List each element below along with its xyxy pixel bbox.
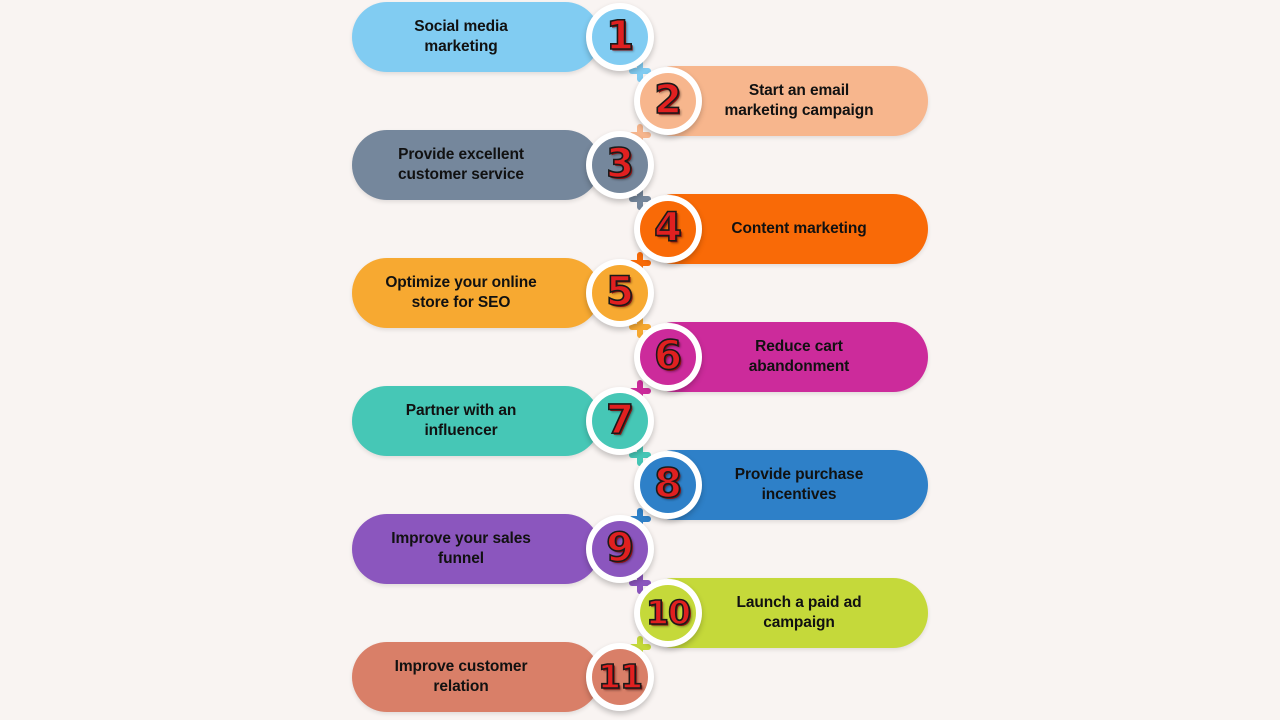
step-number-8: 8	[653, 461, 682, 507]
step-row-9[interactable]: Improve your sales funnel 9	[352, 514, 654, 584]
step-bar-3[interactable]: Provide excellent customer service	[352, 130, 600, 200]
step-label-6: Reduce cart abandonment	[748, 338, 850, 375]
step-bar-11[interactable]: Improve customer relation	[352, 642, 600, 712]
step-label-5: Optimize your online store for SEO	[385, 274, 537, 311]
step-badge-6[interactable]: 6	[634, 323, 702, 391]
step-bar-7[interactable]: Partner with an influencer	[352, 386, 600, 456]
step-number-10: 10	[645, 592, 692, 632]
step-badge-3[interactable]: 3	[586, 131, 654, 199]
step-number-4: 4	[653, 205, 682, 251]
step-row-11[interactable]: Improve customer relation 11	[352, 642, 654, 712]
step-row-3[interactable]: Provide excellent customer service 3	[352, 130, 654, 200]
step-number-5: 5	[605, 269, 634, 315]
step-badge-fill-9: 9	[592, 521, 648, 577]
step-label-10: Launch a paid ad campaign	[736, 594, 862, 631]
step-label-4: Content marketing	[731, 220, 867, 238]
step-label-11: Improve customer relation	[394, 658, 528, 695]
step-label-9: Improve your sales funnel	[391, 530, 531, 567]
step-label-1: Social media marketing	[414, 18, 508, 55]
step-badge-8[interactable]: 8	[634, 451, 702, 519]
step-badge-fill-6: 6	[640, 329, 696, 385]
step-badge-1[interactable]: 1	[586, 3, 654, 71]
step-badge-fill-7: 7	[592, 393, 648, 449]
step-badge-fill-11: 11	[592, 649, 648, 705]
step-row-4[interactable]: Content marketing 4	[634, 194, 928, 264]
step-badge-5[interactable]: 5	[586, 259, 654, 327]
step-bar-5[interactable]: Optimize your online store for SEO	[352, 258, 600, 328]
step-badge-10[interactable]: 10	[634, 579, 702, 647]
step-badge-9[interactable]: 9	[586, 515, 654, 583]
step-bar-1[interactable]: Social media marketing	[352, 2, 600, 72]
step-number-11: 11	[597, 656, 644, 696]
step-label-2: Start an email marketing campaign	[724, 82, 874, 119]
step-label-7: Partner with an influencer	[405, 402, 517, 439]
step-badge-fill-8: 8	[640, 457, 696, 513]
step-number-7: 7	[605, 397, 634, 443]
step-badge-2[interactable]: 2	[634, 67, 702, 135]
step-bar-9[interactable]: Improve your sales funnel	[352, 514, 600, 584]
step-badge-fill-10: 10	[640, 585, 696, 641]
step-number-2: 2	[653, 77, 682, 123]
step-badge-fill-4: 4	[640, 201, 696, 257]
step-row-5[interactable]: Optimize your online store for SEO 5	[352, 258, 654, 328]
step-row-2[interactable]: Start an email marketing campaign 2	[634, 66, 928, 136]
step-badge-fill-1: 1	[592, 9, 648, 65]
step-badge-fill-3: 3	[592, 137, 648, 193]
step-row-1[interactable]: Social media marketing 1	[352, 2, 654, 72]
step-number-1: 1	[605, 13, 634, 59]
step-badge-7[interactable]: 7	[586, 387, 654, 455]
step-row-8[interactable]: Provide purchase incentives 8	[634, 450, 928, 520]
step-badge-fill-2: 2	[640, 73, 696, 129]
step-number-6: 6	[653, 333, 682, 379]
step-number-3: 3	[605, 141, 634, 187]
step-badge-fill-5: 5	[592, 265, 648, 321]
step-row-6[interactable]: Reduce cart abandonment 6	[634, 322, 928, 392]
step-row-7[interactable]: Partner with an influencer 7	[352, 386, 654, 456]
step-label-8: Provide purchase incentives	[734, 466, 864, 503]
step-badge-11[interactable]: 11	[586, 643, 654, 711]
step-row-10[interactable]: Launch a paid ad campaign 10	[634, 578, 928, 648]
step-number-9: 9	[605, 525, 634, 571]
step-label-3: Provide excellent customer service	[398, 146, 524, 183]
step-badge-4[interactable]: 4	[634, 195, 702, 263]
